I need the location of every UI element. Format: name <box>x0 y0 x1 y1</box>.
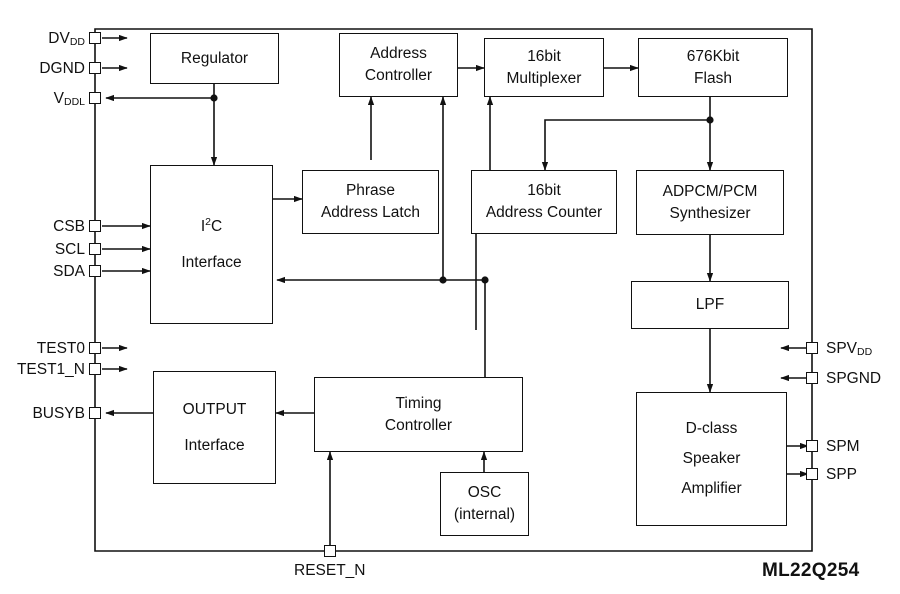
pin-label-dgnd: DGND <box>39 60 85 77</box>
block-address-counter-line1: 16bit <box>527 182 561 199</box>
block-address-counter-line2: Address Counter <box>485 204 603 221</box>
pin-label-spvdd: SPVDD <box>826 340 873 358</box>
block-adpcm-pcm-synthesizer[interactable]: ADPCM/PCM Synthesizer <box>636 170 784 235</box>
block-regulator-label: Regulator <box>180 49 249 67</box>
block-output-if-line2: Interface <box>184 436 245 454</box>
pin-label-busyb: BUSYB <box>32 405 85 422</box>
block-timing-line1: Timing <box>395 394 442 412</box>
pin-box-busyb[interactable] <box>89 407 101 419</box>
pin-label-vddl: VDDL <box>53 90 85 108</box>
block-i2c-interface[interactable]: I2C Interface <box>150 165 273 324</box>
pin-label-scl: SCL <box>54 241 85 258</box>
block-timing-controller[interactable]: Timing Controller <box>314 377 523 452</box>
block-output-interface[interactable]: OUTPUT Interface <box>153 371 276 484</box>
pin-label-reset-n: RESET_N <box>294 562 366 579</box>
pin-label-dvdd: DVDD <box>48 30 85 48</box>
pin-label-spp: SPP <box>826 466 858 483</box>
junction-vddl <box>210 94 218 102</box>
pin-box-vddl[interactable] <box>89 92 101 104</box>
part-number-label: ML22Q254 <box>762 560 860 581</box>
block-amp-line3: Amplifier <box>681 480 742 498</box>
pin-box-test0[interactable] <box>89 342 101 354</box>
pin-box-csb[interactable] <box>89 220 101 232</box>
chip-boundary <box>94 28 813 552</box>
pin-label-test1-n: TEST1_N <box>16 361 85 378</box>
pin-box-spm[interactable] <box>806 440 818 452</box>
block-flash[interactable]: 676Kbit Flash <box>638 38 788 97</box>
block-phrase-latch-line2: Address Latch <box>320 204 421 221</box>
pin-box-scl[interactable] <box>89 243 101 255</box>
block-amp-line1: D-class <box>685 419 738 437</box>
block-speaker-amplifier[interactable]: D-class Speaker Amplifier <box>636 392 787 526</box>
block-amp-line2: Speaker <box>682 449 741 467</box>
block-lpf[interactable]: LPF <box>631 281 789 329</box>
block-multiplexer[interactable]: 16bit Multiplexer <box>484 38 604 97</box>
block-lpf-label: LPF <box>695 296 725 313</box>
pin-box-dgnd[interactable] <box>89 62 101 74</box>
block-osc-line2: (internal) <box>453 506 516 523</box>
wire-flash-to-counter <box>541 119 710 171</box>
block-address-counter[interactable]: 16bit Address Counter <box>471 170 617 234</box>
block-osc[interactable]: OSC (internal) <box>440 472 529 536</box>
block-phrase-latch-line1: Phrase <box>345 182 396 199</box>
pin-box-reset-n[interactable] <box>324 545 336 557</box>
block-i2c-line1: I2C <box>200 215 223 236</box>
pin-label-sda: SDA <box>53 263 85 280</box>
block-multiplexer-line1: 16bit <box>527 47 561 65</box>
block-synth-line2: Synthesizer <box>669 204 751 222</box>
block-address-controller-line2: Controller <box>364 67 433 84</box>
block-osc-line1: OSC <box>467 484 502 501</box>
block-address-controller-line1: Address <box>370 45 427 62</box>
pin-box-sda[interactable] <box>89 265 101 277</box>
block-phrase-address-latch[interactable]: Phrase Address Latch <box>302 170 439 234</box>
pin-box-spgnd[interactable] <box>806 372 818 384</box>
block-i2c-line2: Interface <box>181 254 242 272</box>
block-flash-line1: 676Kbit <box>686 47 740 65</box>
pin-box-dvdd[interactable] <box>89 32 101 44</box>
block-synth-line1: ADPCM/PCM <box>662 182 758 200</box>
pin-box-test1-n[interactable] <box>89 363 101 375</box>
block-timing-line2: Controller <box>384 416 453 434</box>
pin-box-spp[interactable] <box>806 468 818 480</box>
pin-label-test0: TEST0 <box>36 340 85 357</box>
pin-label-spgnd: SPGND <box>826 370 882 387</box>
block-address-controller[interactable]: Address Controller <box>339 33 458 97</box>
pin-box-spvdd[interactable] <box>806 342 818 354</box>
block-regulator[interactable]: Regulator <box>150 33 279 84</box>
pin-label-csb: CSB <box>53 218 85 235</box>
block-multiplexer-line2: Multiplexer <box>506 69 582 87</box>
block-flash-line2: Flash <box>694 69 732 87</box>
block-output-if-line1: OUTPUT <box>182 400 247 418</box>
pin-label-spm: SPM <box>826 438 860 455</box>
